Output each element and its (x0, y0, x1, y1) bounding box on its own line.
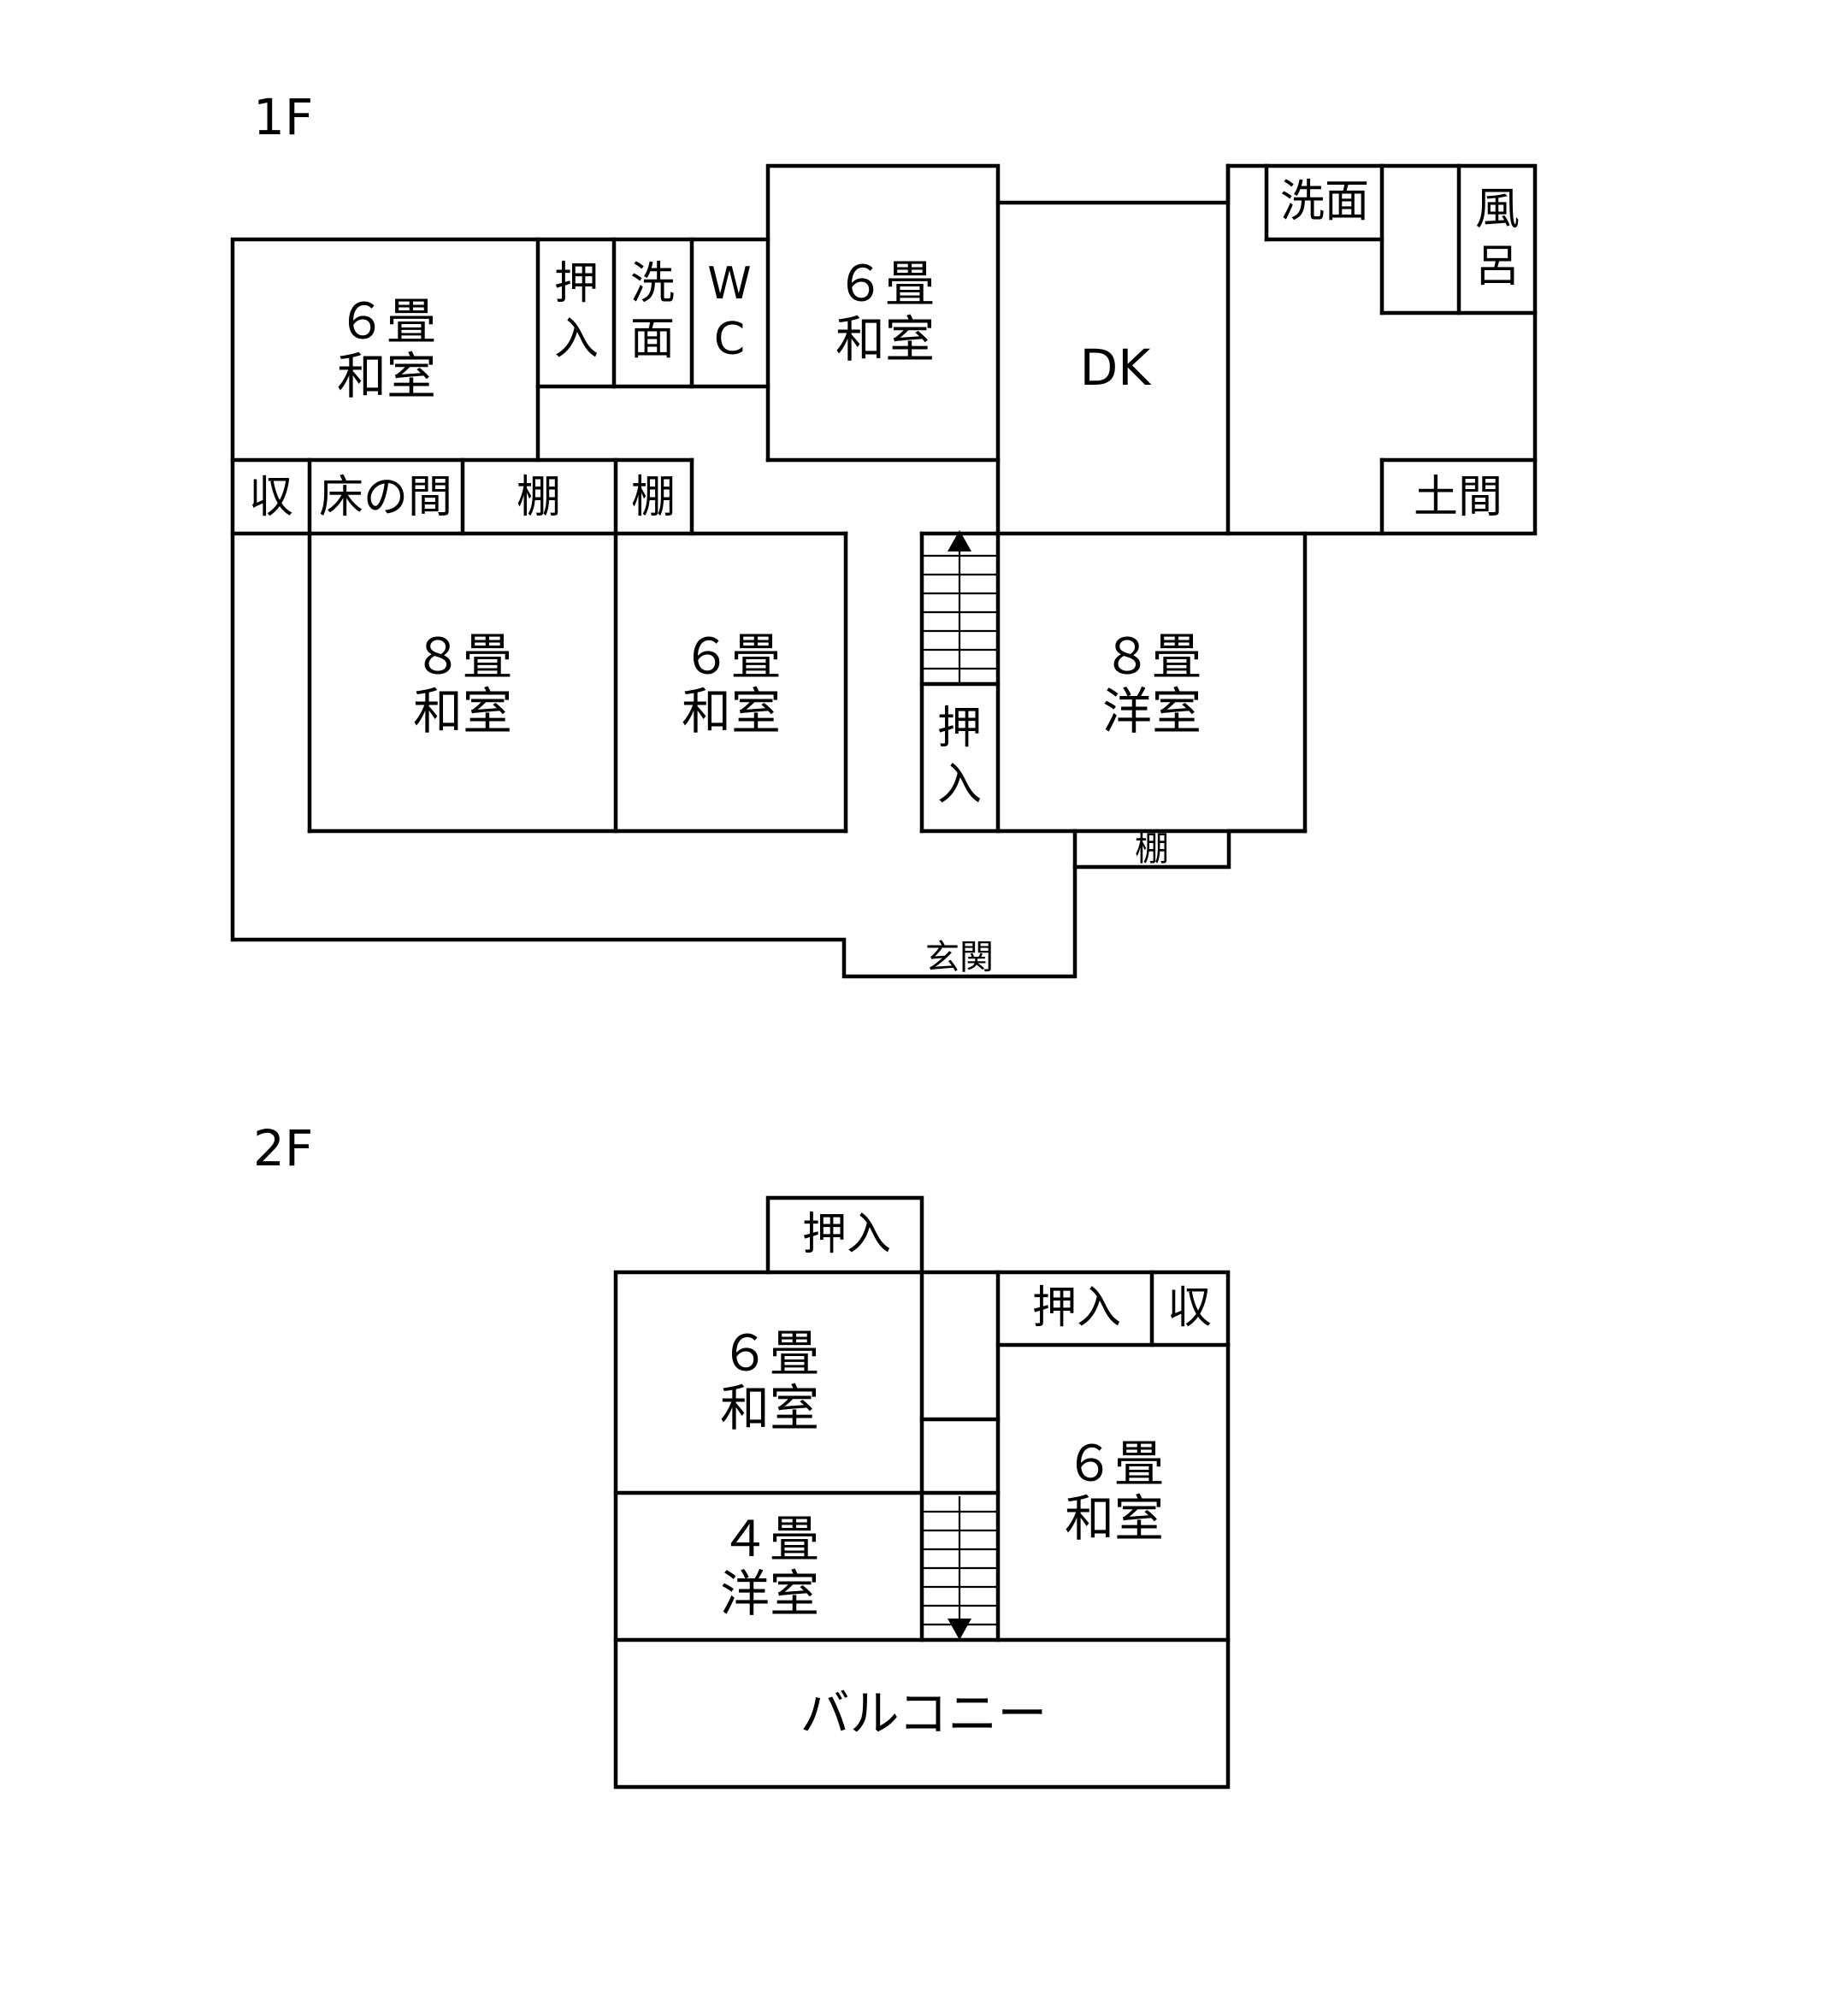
room-label: 押入 (802, 1209, 891, 1260)
room-label: W (707, 258, 751, 310)
room-label: ６畳 (720, 1324, 819, 1383)
room-label: 押入 (1032, 1283, 1121, 1334)
room-label: 和室 (720, 1379, 819, 1437)
room-label: 洗 (630, 258, 675, 310)
room-label: ８畳 (1102, 628, 1201, 686)
room-label: 呂 (1475, 241, 1520, 292)
room-label: 収 (249, 472, 293, 523)
room-label: 和室 (835, 310, 935, 369)
room-label: 床の間 (319, 472, 452, 523)
room-label: 洗面 (1280, 176, 1369, 227)
room-label: 棚 (1135, 829, 1169, 869)
room-label: 洋室 (720, 1565, 819, 1623)
room-label: 和室 (682, 682, 781, 740)
room-label: ８畳 (413, 628, 512, 686)
room-label: 面 (630, 314, 675, 365)
stair-down-arrow-icon (948, 1619, 971, 1640)
floor-2f: 押入 押入 収 ６畳 和室 ６畳 和室 ４畳 洋室 バルコニー (613, 1195, 1231, 1790)
floor-label-2f: 2F (253, 1119, 313, 1177)
room-label: DK (1080, 339, 1153, 397)
room-label: ６畳 (835, 255, 935, 313)
room-label: 棚 (517, 472, 561, 523)
room-label: 押 (937, 703, 982, 754)
stair-2f (922, 1496, 998, 1640)
stair-1f (922, 530, 998, 684)
room-label: C (714, 314, 745, 365)
room-label: 棚 (631, 472, 676, 523)
room-label: 和室 (413, 682, 512, 740)
room-label: ６畳 (1065, 1435, 1164, 1493)
room-label: ６畳 (337, 292, 436, 351)
room-label: 土間 (1414, 472, 1503, 523)
room-label: 和室 (337, 347, 436, 405)
room-label: 和室 (1065, 1489, 1164, 1548)
room-label: 押 (554, 258, 599, 310)
room-label: バルコニー (800, 1684, 1048, 1743)
room-label: 玄関 (925, 938, 994, 977)
room-label: ４畳 (720, 1510, 819, 1568)
room-label: 入 (937, 759, 982, 811)
room-label: 洋室 (1102, 682, 1201, 740)
room-label: 入 (554, 314, 599, 365)
stair-up-arrow-icon (948, 530, 971, 551)
room-label: 収 (1167, 1283, 1212, 1334)
room-label: ６畳 (682, 628, 781, 686)
room-label: 風 (1475, 184, 1520, 235)
floor-1f: ６畳 和室 押 入 洗 面 W C ６畳 和室 DK 洗面 風 呂 収 床の間 … (230, 163, 1538, 979)
floor-label-1f: 1F (253, 88, 313, 146)
